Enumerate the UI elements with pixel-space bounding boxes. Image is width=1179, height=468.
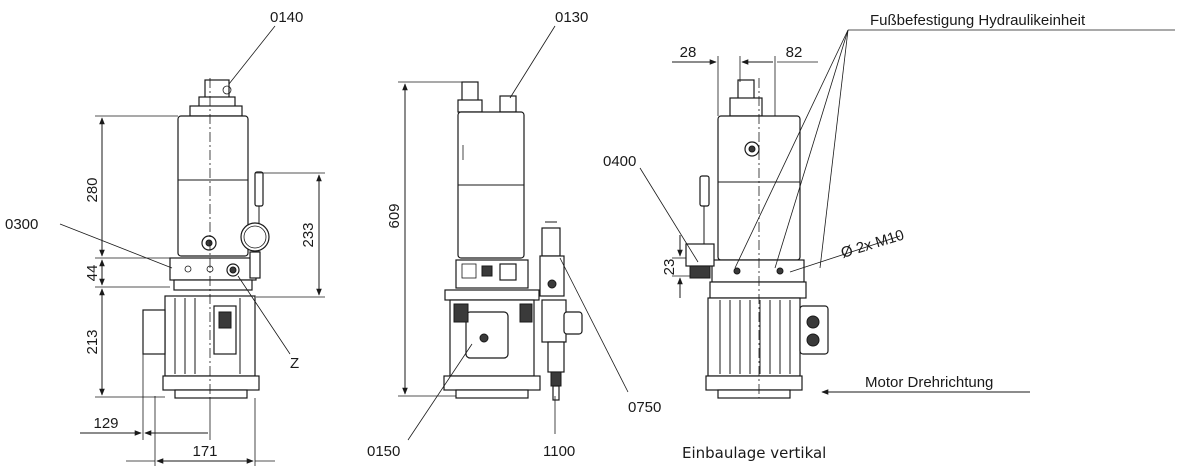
front-view (142, 78, 270, 399)
label-install-position: Einbaulage vertikal (682, 444, 826, 462)
dim-609: 609 (386, 203, 403, 228)
rear-dimensions (639, 29, 1175, 395)
rear-view (685, 78, 829, 399)
dim-44: 44 (84, 265, 101, 282)
front-leaders (59, 25, 291, 355)
dim-171: 171 (192, 443, 217, 460)
side-dimensions (398, 25, 629, 441)
label-0750: 0750 (628, 399, 661, 416)
label-z: Z (290, 355, 299, 372)
label-0150: 0150 (367, 443, 400, 460)
dim-23: 23 (661, 259, 678, 276)
front-dimensions (80, 115, 325, 466)
dim-82: 82 (786, 44, 803, 61)
label-fussbefestigung: Fußbefestigung Hydraulikeinheit (870, 12, 1086, 29)
label-0130: 0130 (555, 9, 588, 26)
dim-28: 28 (680, 44, 697, 61)
part-labels: 0140 0130 0300 0400 0150 1100 0750 Z Fuß… (5, 9, 1086, 462)
dim-213: 213 (84, 329, 101, 354)
dim-129: 129 (93, 415, 118, 432)
label-0140: 0140 (270, 9, 303, 26)
label-motor-direction: Motor Drehrichtung (865, 374, 993, 391)
side-view (443, 81, 583, 401)
dim-280: 280 (84, 177, 101, 202)
dimension-labels: 280 44 213 233 129 171 609 28 82 23 (84, 44, 802, 460)
label-bolt-spec: Ø 2x M10 (839, 227, 906, 262)
label-0400: 0400 (603, 153, 636, 170)
dim-233: 233 (300, 222, 317, 247)
label-1100: 1100 (543, 443, 575, 460)
label-0300: 0300 (5, 216, 38, 233)
